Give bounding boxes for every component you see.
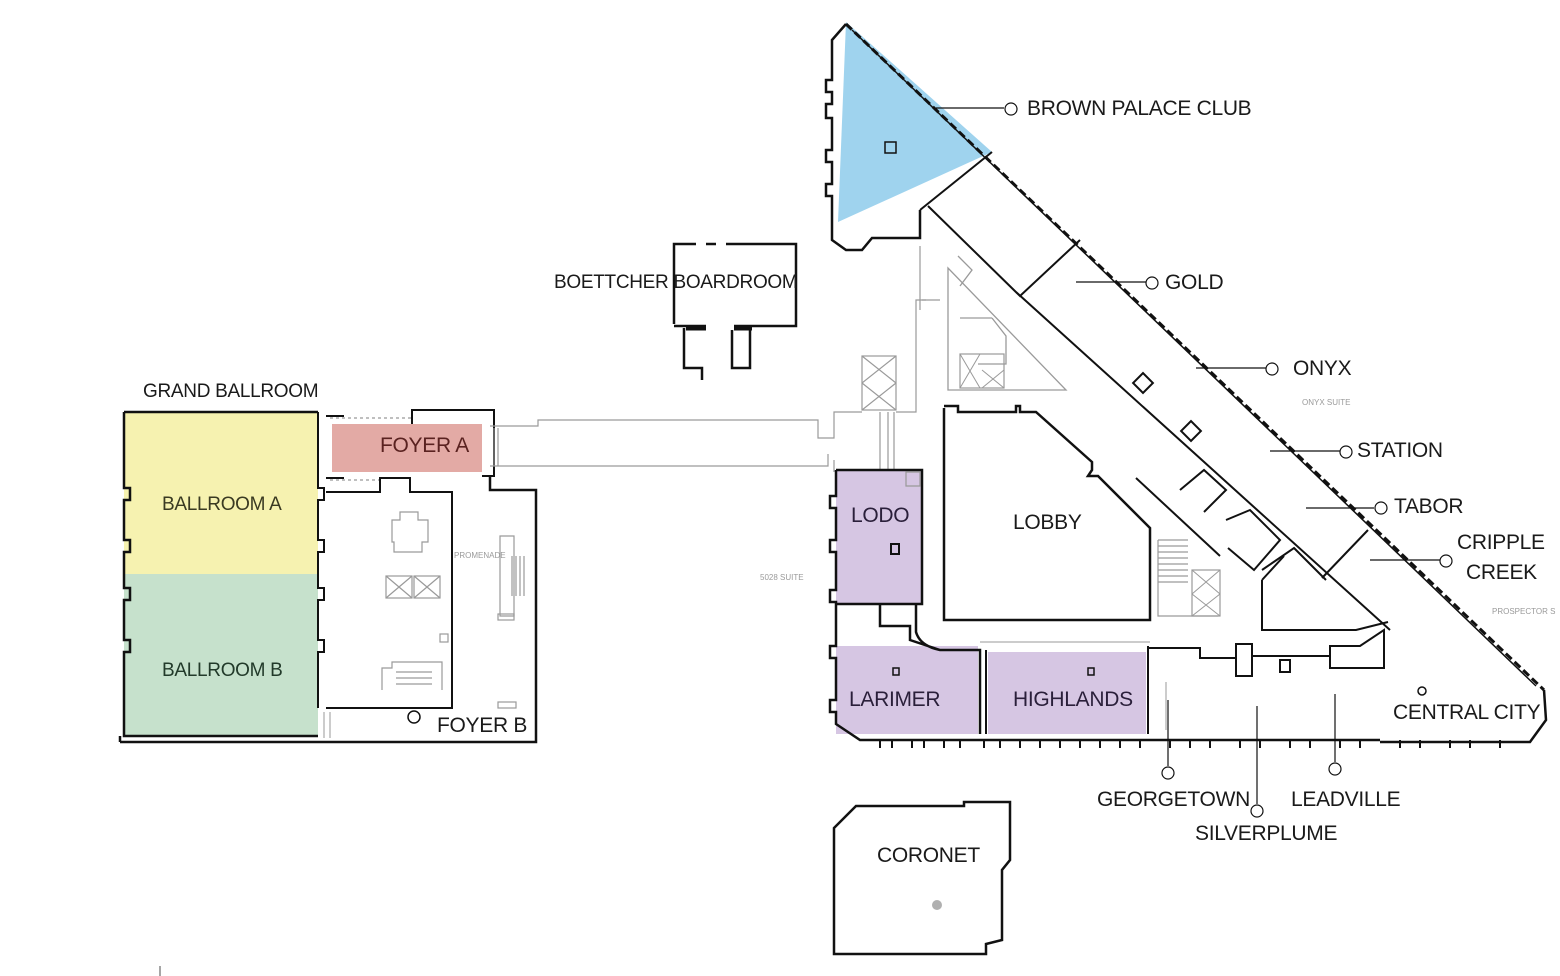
lodo-label[interactable]: LODO [851, 504, 910, 527]
ballroom-a-label[interactable]: BALLROOM A [162, 494, 282, 515]
foyer-b-marker [407, 710, 421, 724]
station-label[interactable]: STATION [1357, 439, 1443, 462]
silverplume-label[interactable]: SILVERPLUME [1195, 822, 1338, 845]
ballroom-b-area[interactable] [124, 574, 318, 736]
highlands-marker [1087, 667, 1095, 676]
larimer-area[interactable] [836, 646, 978, 734]
brown-palace-club-label[interactable]: BROWN PALACE CLUB [1027, 97, 1252, 120]
lobby-wall [942, 404, 1152, 622]
promenade-interior [381, 511, 525, 709]
cripple-creek-wall [1261, 555, 1389, 631]
main-building-west-wall [824, 23, 922, 252]
coronet-marker [932, 900, 942, 910]
georgetown-label[interactable]: GEORGETOWN [1097, 788, 1250, 811]
south-corridor-line [980, 641, 1167, 730]
leadville-label[interactable]: LEADVILLE [1291, 788, 1401, 811]
connecting-corridor [490, 246, 940, 472]
foyer-a-dashes [330, 417, 412, 481]
east-corridor-wall [1235, 628, 1385, 677]
lobby-elevator [1191, 569, 1221, 617]
gold-room-wall [927, 205, 1391, 631]
boettcher-boardroom-label[interactable]: BOETTCHER BOARDROOM [554, 272, 798, 293]
coronet-wall [832, 800, 1012, 956]
main-building-east-corner [1380, 689, 1548, 744]
foyer-b-label[interactable]: FOYER B [437, 714, 528, 737]
column-marker [1179, 419, 1203, 443]
brown-palace-club-area[interactable] [838, 22, 992, 222]
cripple-creek-label-1[interactable]: CRIPPLE [1457, 531, 1545, 554]
leader-lines [936, 102, 1453, 818]
foyer-a-label[interactable]: FOYER A [380, 434, 469, 457]
prospector-label: PROSPECTOR S [1492, 607, 1556, 616]
foyer-a-area[interactable] [332, 424, 482, 472]
boettcher-boardroom-wall [672, 242, 798, 380]
larimer-label[interactable]: LARIMER [849, 688, 941, 711]
highlands-label[interactable]: HIGHLANDS [1013, 688, 1133, 711]
foyer-a-wall [326, 409, 495, 479]
ballroom-b-label[interactable]: BALLROOM B [162, 660, 283, 681]
lobby-elevator-x [1191, 569, 1221, 617]
central-city-label[interactable]: CENTRAL CITY [1393, 701, 1541, 724]
lobby-label[interactable]: LOBBY [1013, 511, 1082, 534]
main-building-south-wall [828, 470, 1380, 742]
ballroom-wall [122, 410, 318, 738]
suite-5028-label: 5028 SUITE [760, 573, 804, 582]
main-building-diagonal-inner [851, 29, 1537, 687]
central-city-marker [1417, 686, 1427, 696]
promenade-label: PROMENADE [454, 551, 506, 560]
south-wall-teeth [879, 740, 1501, 748]
highlands-area[interactable] [988, 652, 1146, 734]
ballroom-a-area[interactable] [124, 412, 318, 574]
onyx-label[interactable]: ONYX [1293, 357, 1352, 380]
service-triangle [947, 255, 1068, 391]
highlands-wall [985, 646, 1236, 734]
lodo-wall [836, 468, 982, 734]
brown-palace-club-marker [884, 141, 897, 154]
inner-corridor-wall [1135, 468, 1369, 581]
coronet-label[interactable]: CORONET [877, 844, 980, 867]
foyer-b-wall [118, 476, 538, 744]
brown-palace-club-wall [919, 151, 993, 211]
service-elevator-x [959, 353, 1005, 389]
lodo-area[interactable] [836, 470, 922, 604]
grand-ballroom-label: GRAND BALLROOM [143, 381, 319, 402]
prefunction-wall [326, 477, 453, 709]
gold-label[interactable]: GOLD [1165, 271, 1224, 294]
ballroom-right-wall [317, 412, 325, 708]
tabor-label[interactable]: TABOR [1394, 495, 1464, 518]
onyx-suite-label: ONYX SUITE [1302, 398, 1351, 407]
column-marker [1131, 371, 1155, 395]
lodo-corner [905, 471, 921, 487]
grand-ballroom-wing [118, 409, 538, 744]
foyer-b-exit [323, 712, 331, 738]
lobby-stairs [1157, 539, 1218, 617]
main-building [824, 22, 1548, 748]
lodo-marker [890, 543, 900, 555]
larimer-marker [892, 667, 900, 676]
cripple-creek-label-2[interactable]: CREEK [1466, 561, 1537, 584]
